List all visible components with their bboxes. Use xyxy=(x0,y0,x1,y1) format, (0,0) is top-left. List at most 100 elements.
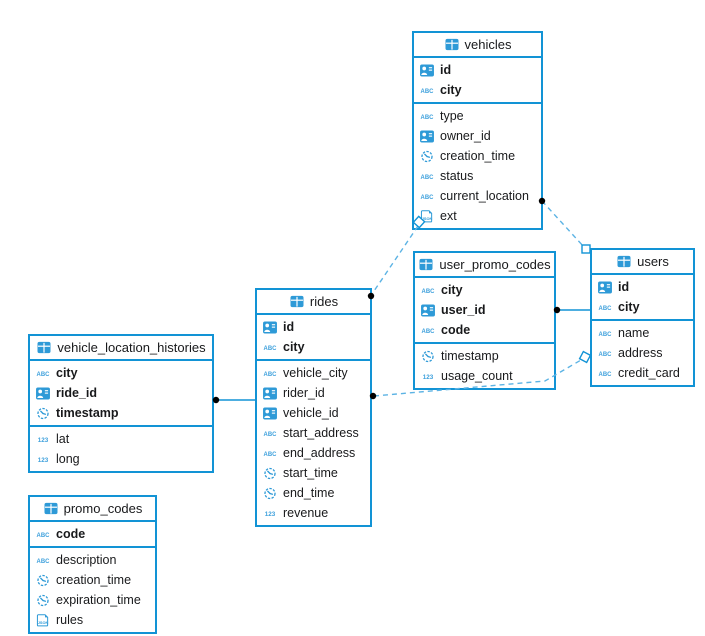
field-row[interactable]: code xyxy=(415,320,554,340)
field-name: revenue xyxy=(283,506,329,520)
field-name: start_time xyxy=(283,466,338,480)
field-row[interactable]: usage_count xyxy=(415,366,554,386)
table-header[interactable]: users xyxy=(592,250,693,275)
field-row[interactable]: user_id xyxy=(415,300,554,320)
field-row[interactable]: city xyxy=(257,337,370,357)
field-name: city xyxy=(440,83,462,97)
field-name: ride_id xyxy=(56,386,97,400)
id-card-icon xyxy=(420,304,436,317)
number-icon xyxy=(35,433,51,446)
table-rides[interactable]: rides id city vehicle_city rider_id vehi… xyxy=(255,288,372,527)
field-row[interactable]: current_location xyxy=(414,186,541,206)
table-header[interactable]: vehicle_location_histories xyxy=(30,336,212,361)
field-row[interactable]: city xyxy=(415,280,554,300)
primary-key-section: city user_id code xyxy=(415,278,554,344)
table-title: vehicle_location_histories xyxy=(57,340,206,355)
table-icon xyxy=(43,502,59,515)
field-row[interactable]: rider_id xyxy=(257,383,370,403)
id-card-icon xyxy=(262,407,278,420)
table-title: rides xyxy=(309,294,339,309)
table-vehicle-location-histories[interactable]: vehicle_location_histories city ride_id … xyxy=(28,334,214,473)
field-row[interactable]: owner_id xyxy=(414,126,541,146)
field-row[interactable]: start_time xyxy=(257,463,370,483)
field-row[interactable]: city xyxy=(592,297,693,317)
table-users[interactable]: users id city name address credit_card xyxy=(590,248,695,387)
fields-section: name address credit_card xyxy=(592,321,693,385)
field-name: rider_id xyxy=(283,386,325,400)
id-card-icon xyxy=(35,387,51,400)
table-vehicles[interactable]: vehicles id city type owner_id creation_… xyxy=(412,31,543,230)
field-row[interactable]: city xyxy=(30,363,212,383)
field-row[interactable]: vehicle_city xyxy=(257,363,370,383)
field-name: creation_time xyxy=(56,573,132,587)
field-name: code xyxy=(56,527,86,541)
id-card-icon xyxy=(419,64,435,77)
table-header[interactable]: vehicles xyxy=(414,33,541,58)
field-row[interactable]: expiration_time xyxy=(30,590,155,610)
field-row[interactable]: credit_card xyxy=(592,363,693,383)
string-icon xyxy=(262,341,278,354)
primary-key-section: id city xyxy=(592,275,693,321)
relationship-vehicles-users xyxy=(538,197,591,254)
table-icon xyxy=(36,341,52,354)
fields-section: type owner_id creation_time status curre… xyxy=(414,104,541,228)
field-name: usage_count xyxy=(441,369,513,383)
relationship-vehicle-location-histories-rides xyxy=(212,396,256,404)
string-icon xyxy=(419,84,435,97)
timestamp-icon xyxy=(420,350,436,363)
field-row[interactable]: start_address xyxy=(257,423,370,443)
field-row[interactable]: address xyxy=(592,343,693,363)
field-row[interactable]: status xyxy=(414,166,541,186)
string-icon xyxy=(419,170,435,183)
field-name: timestamp xyxy=(56,406,119,420)
field-row[interactable]: code xyxy=(30,524,155,544)
open-square-endpoint xyxy=(581,244,591,254)
string-icon xyxy=(420,284,436,297)
table-icon xyxy=(444,38,460,51)
field-row[interactable]: id xyxy=(592,277,693,297)
table-user-promo-codes[interactable]: user_promo_codes city user_id code times… xyxy=(413,251,556,390)
field-row[interactable]: end_time xyxy=(257,483,370,503)
primary-key-section: code xyxy=(30,522,155,548)
field-row[interactable]: id xyxy=(414,60,541,80)
field-row[interactable]: description xyxy=(30,550,155,570)
field-row[interactable]: id xyxy=(257,317,370,337)
field-name: code xyxy=(441,323,471,337)
field-name: start_address xyxy=(283,426,359,440)
table-header[interactable]: promo_codes xyxy=(30,497,155,522)
field-row[interactable]: ride_id xyxy=(30,383,212,403)
field-name: description xyxy=(56,553,117,567)
field-row[interactable]: timestamp xyxy=(415,346,554,366)
field-row[interactable]: creation_time xyxy=(30,570,155,590)
string-icon xyxy=(35,528,51,541)
timestamp-icon xyxy=(35,407,51,420)
string-icon xyxy=(420,324,436,337)
field-name: vehicle_id xyxy=(283,406,339,420)
fields-section: lat long xyxy=(30,427,212,471)
table-promo-codes[interactable]: promo_codes code description creation_ti… xyxy=(28,495,157,634)
field-name: owner_id xyxy=(440,129,491,143)
string-icon xyxy=(597,301,613,314)
field-row[interactable]: end_address xyxy=(257,443,370,463)
field-name: current_location xyxy=(440,189,529,203)
table-header[interactable]: user_promo_codes xyxy=(415,253,554,278)
field-row[interactable]: ext xyxy=(414,206,541,226)
field-row[interactable]: name xyxy=(592,323,693,343)
table-title: user_promo_codes xyxy=(439,257,551,272)
field-row[interactable]: vehicle_id xyxy=(257,403,370,423)
json-icon xyxy=(419,210,435,223)
table-header[interactable]: rides xyxy=(257,290,370,315)
field-row[interactable]: long xyxy=(30,449,212,469)
field-row[interactable]: timestamp xyxy=(30,403,212,423)
field-row[interactable]: rules xyxy=(30,610,155,630)
field-name: end_address xyxy=(283,446,356,460)
field-name: id xyxy=(440,63,452,77)
field-row[interactable]: city xyxy=(414,80,541,100)
field-name: vehicle_city xyxy=(283,366,348,380)
field-name: expiration_time xyxy=(56,593,141,607)
field-row[interactable]: creation_time xyxy=(414,146,541,166)
field-row[interactable]: type xyxy=(414,106,541,126)
field-row[interactable]: lat xyxy=(30,429,212,449)
field-row[interactable]: revenue xyxy=(257,503,370,523)
